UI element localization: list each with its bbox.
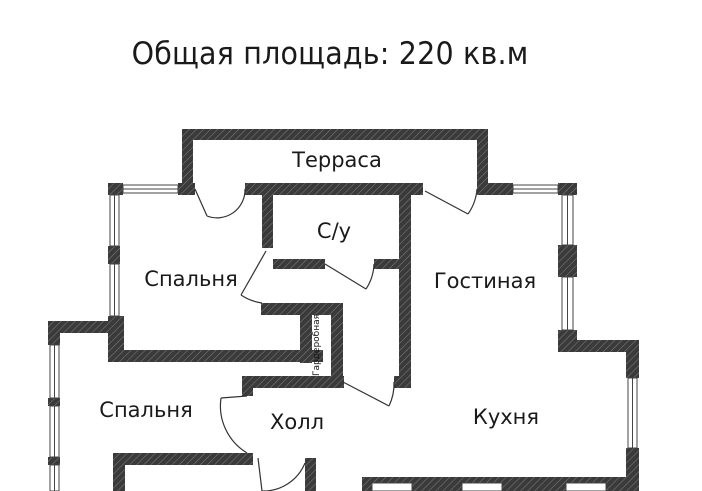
door-bathroom-leaf: [324, 263, 367, 290]
window-kitchen-bottom-3: [565, 482, 607, 491]
door-hall-left-leaf: [220, 395, 248, 399]
label-living-room: Гостиная: [434, 269, 536, 293]
bedroom1-left-wall-mid: [108, 246, 120, 264]
left-outer-wall-low: [48, 457, 60, 465]
hall-right-wall-bottom: [394, 376, 411, 388]
terrace-right-wall: [477, 129, 488, 186]
left-outer-wall-upper: [48, 321, 60, 345]
label-bedroom-2: Спальня: [99, 398, 192, 422]
windows: [49, 184, 638, 491]
bathroom-bottom-wall-left: [273, 259, 325, 269]
bedroom1-bottom-wall: [113, 350, 323, 362]
total-area-title: Общая площадь: 220 кв.м: [131, 36, 529, 72]
door-terrace-left-leaf: [194, 188, 208, 217]
bedroom1-left-wall: [108, 183, 120, 195]
left-outer-wall-mid: [48, 398, 60, 406]
door-terrace-right-leaf: [424, 190, 469, 215]
wardrobe-right-wall: [331, 303, 343, 388]
door-hall-right-arc: [388, 381, 395, 407]
hall-left-wall: [242, 376, 253, 396]
label-kitchen: Кухня: [473, 405, 539, 429]
terrace-left-wall: [182, 129, 193, 186]
hall-bottom-right: [305, 458, 316, 491]
door-bedroom1-leaf: [240, 250, 267, 296]
right-upper-wall-top: [558, 183, 577, 195]
door-terrace-left-arc: [206, 188, 246, 219]
label-bathroom: С/у: [317, 219, 351, 243]
window-kitchen-bottom-2: [461, 482, 503, 491]
door-terrace-right-arc: [467, 188, 478, 215]
door-hall-bottom-leaf: [257, 457, 263, 491]
top-wall-left-segment: [178, 183, 195, 195]
bathroom-right-wall: [399, 193, 411, 388]
label-wardrobe: Гардеробная: [312, 314, 322, 376]
doors: [194, 188, 478, 491]
label-terrace: Терраса: [291, 148, 382, 172]
hall-top-wall-left: [242, 376, 344, 388]
door-hall-right-leaf: [342, 381, 390, 407]
bedroom2-bottom-wall: [113, 453, 253, 465]
top-wall-center-segment: [245, 183, 423, 195]
left-outer-top-wall: [48, 321, 116, 333]
terrace-top-wall: [182, 129, 488, 140]
kitchen-right-top: [563, 340, 639, 352]
right-upper-wall: [558, 245, 577, 277]
door-bathroom-arc: [365, 263, 375, 290]
kitchen-right-wall-upper: [626, 340, 639, 378]
label-bedroom-1: Спальня: [144, 267, 237, 291]
door-hall-bottom-arc: [262, 462, 306, 491]
top-wall-right-segment: [477, 183, 513, 195]
bathroom-left-wall-upper: [262, 193, 273, 248]
door-hall-left-arc: [219, 397, 248, 454]
bedroom2-inner-wall: [113, 453, 125, 491]
bathroom-bottom-wall-right: [374, 259, 406, 269]
window-kitchen-bottom-1: [371, 482, 413, 491]
walls: [48, 129, 639, 491]
label-hall: Холл: [270, 410, 324, 434]
door-bedroom1-arc: [240, 294, 263, 304]
wardrobe-left-wall: [300, 303, 312, 363]
